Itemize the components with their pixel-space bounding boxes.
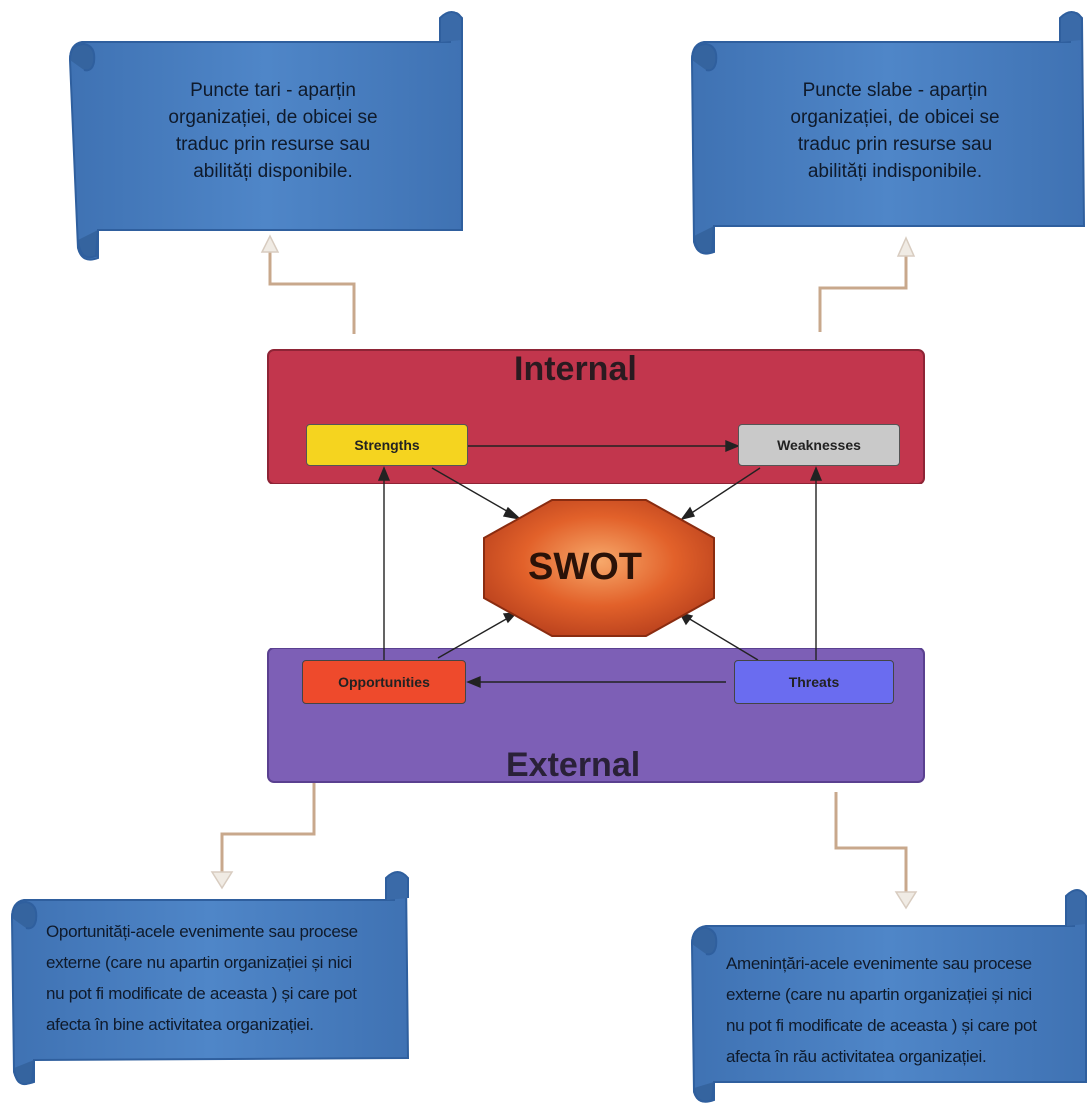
scroll-bottom-right-text: Amenințări-acele evenimente sau procese … <box>726 940 1076 1080</box>
internal-title: Internal <box>514 350 637 388</box>
scroll-line: Puncte slabe - aparțin <box>802 80 988 101</box>
connector-top-right <box>818 236 916 332</box>
scroll-top-left <box>68 11 463 261</box>
scroll-top-right <box>690 11 1086 255</box>
scroll-top-right-text: Puncte slabe - aparțin organizației, de … <box>730 66 1060 196</box>
swot-octagon <box>483 499 715 637</box>
scroll-line: nu pot fi modificate de aceasta ) și car… <box>46 984 357 1003</box>
scroll-bottom-right <box>690 889 1087 1103</box>
threats-box: Threats <box>734 660 894 704</box>
connector-bottom-right <box>834 792 918 910</box>
external-title: External <box>506 746 641 784</box>
scroll-line: organizației, de obicei se <box>790 107 1000 128</box>
strengths-box: Strengths <box>306 424 468 466</box>
swot-label: SWOT <box>528 546 642 588</box>
scroll-bottom-left-text: Oportunități-acele evenimente sau proces… <box>46 908 396 1048</box>
scroll-line: afecta în bine activitatea organizației. <box>46 1015 314 1034</box>
scroll-line: organizației, de obicei se <box>168 107 378 128</box>
scroll-line: traduc prin resurse sau <box>175 134 371 155</box>
scroll-line: nu pot fi modificate de aceasta ) și car… <box>726 1016 1037 1035</box>
scroll-line: Puncte tari - aparțin <box>190 80 356 101</box>
scroll-line: Oportunități-acele evenimente sau proces… <box>46 922 358 941</box>
weaknesses-box: Weaknesses <box>738 424 900 466</box>
scroll-bottom-left <box>10 871 410 1086</box>
scroll-line: abilități indisponibile. <box>807 161 983 182</box>
scroll-line: traduc prin resurse sau <box>797 134 993 155</box>
scroll-top-left-text: Puncte tari - aparțin organizației, de o… <box>110 66 436 196</box>
scroll-line: abilități disponibile. <box>193 161 353 182</box>
scroll-line: externe (care nu apartin organizației și… <box>46 953 352 972</box>
opportunities-box: Opportunities <box>302 660 466 704</box>
scroll-line: externe (care nu apartin organizației și… <box>726 985 1032 1004</box>
scroll-line: Amenințări-acele evenimente sau procese <box>726 954 1032 973</box>
scroll-line: afecta în rău activitatea organizației. <box>726 1047 987 1066</box>
connector-bottom-left <box>210 780 316 890</box>
connector-top-left <box>260 234 356 334</box>
